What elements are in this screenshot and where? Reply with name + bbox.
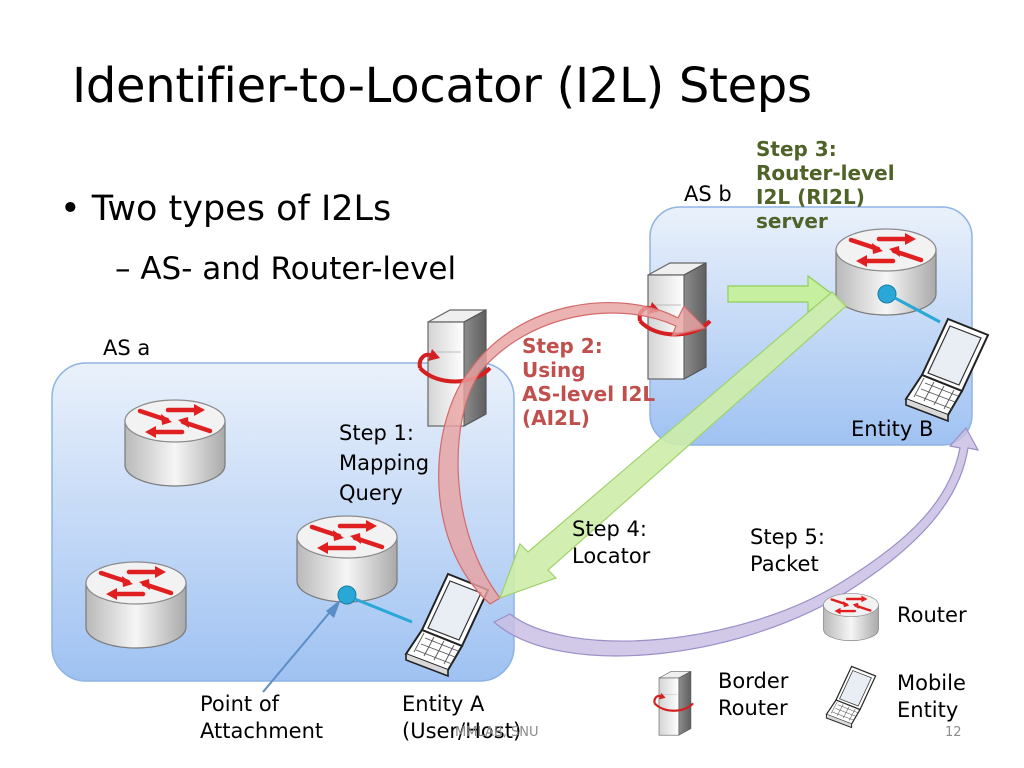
as-b-label: AS b: [684, 182, 732, 206]
entity-b-attachment-dot: [877, 284, 897, 304]
footer-source: MMLAB, SNU: [455, 725, 539, 740]
router-icon: [86, 562, 186, 648]
bullet-text: Two types of I2Ls: [91, 189, 392, 229]
legend-router-icon: [822, 592, 880, 642]
bullet-item: • Two types of I2Ls: [60, 189, 392, 229]
attachment-pointer-line: [262, 611, 331, 693]
as-a-label: AS a: [103, 336, 151, 360]
point-of-attachment-label: Point of Attachment: [200, 692, 324, 744]
legend-border-router-label: Border Router: [718, 669, 789, 721]
attachment-link: [354, 597, 413, 624]
legend-router-label: Router: [897, 603, 967, 627]
page-number: 12: [945, 725, 962, 740]
step3-label: Step 3: Router-level I2L (RI2L) server: [756, 137, 895, 233]
entity-a-label: Entity A (User/Host): [402, 692, 522, 744]
entity-b-link: [894, 296, 941, 324]
step4-locator-arrow: [498, 291, 847, 599]
attachment-point-dot: [337, 585, 357, 605]
sub-bullet-text: – AS- and Router-level: [115, 251, 457, 287]
slide-title: Identifier-to-Locator (I2L) Steps: [72, 58, 812, 114]
legend-mobile-entity-label: Mobile Entity: [897, 671, 966, 723]
attachment-pointer-head: [326, 599, 341, 618]
legend-border-router-icon: [653, 670, 695, 737]
router-icon: [125, 400, 225, 486]
step5-packet-arrow: [492, 426, 980, 657]
step2-query-arrow: [438, 302, 707, 605]
entity-b-label: Entity B: [851, 417, 934, 441]
step1-label: Step 1: Mapping Query: [339, 421, 430, 506]
step2-label: Step 2: Using AS-level I2L (AI2L): [522, 334, 656, 430]
step4-label: Step 4: Locator: [572, 517, 651, 569]
step5-label: Step 5: Packet: [750, 525, 825, 577]
legend-mobile-entity-icon: [825, 665, 877, 729]
